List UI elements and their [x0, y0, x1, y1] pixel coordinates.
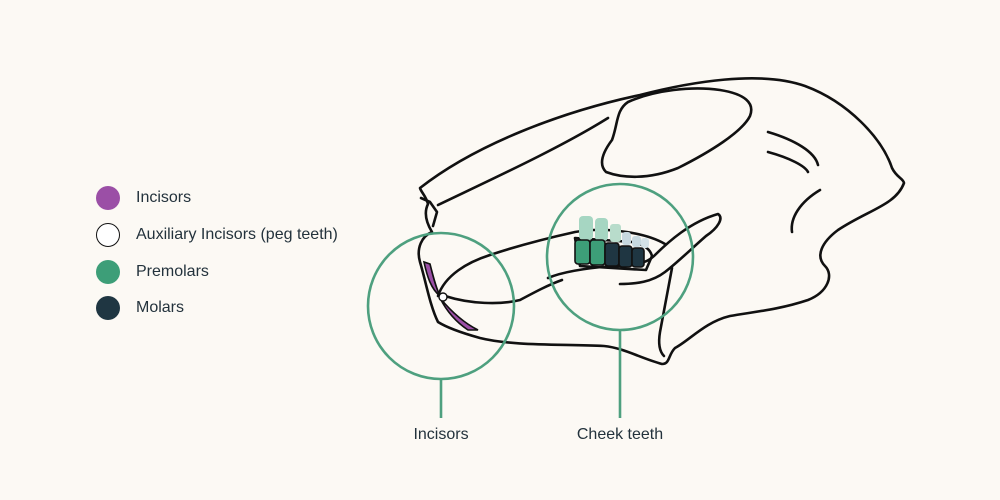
lower-process: [657, 266, 674, 358]
faded-tooth: [579, 216, 593, 240]
snout-line: [443, 278, 564, 305]
peg-tooth: [438, 292, 448, 302]
incisors: [422, 260, 479, 331]
legend-label: Molars: [136, 299, 185, 316]
molar-tooth: [618, 245, 633, 268]
premolar-tooth: [574, 239, 591, 265]
molar-tooth: [631, 247, 645, 268]
skull-outline: [417, 77, 906, 366]
incisor-swatch-icon: [96, 186, 120, 210]
rear-curve: [790, 188, 822, 234]
eye-socket: [600, 87, 753, 179]
brow-line: [766, 130, 820, 167]
legend-label: Premolars: [136, 263, 209, 280]
top-ridge-line: [436, 116, 610, 207]
premolar-tooth: [589, 239, 606, 266]
legend-item-molars: Molars: [96, 296, 184, 320]
incisors-callout-circle: [366, 231, 516, 381]
molar-tooth: [604, 242, 620, 267]
faded-tooth: [632, 236, 641, 247]
cheek-teeth-callout-label: Cheek teeth: [577, 426, 663, 443]
faded-tooth: [595, 218, 608, 241]
callouts: [366, 182, 695, 418]
legend-item-premolars: Premolars: [96, 260, 209, 284]
peg-teeth-swatch-icon: [96, 223, 120, 247]
incisors-callout-label: Incisors: [413, 426, 468, 443]
nasal-tip: [419, 196, 439, 228]
legend-label: Auxiliary Incisors (peg teeth): [136, 226, 338, 243]
cheek-teeth: [574, 239, 645, 268]
premolar-swatch-icon: [96, 260, 120, 284]
molar-swatch-icon: [96, 296, 120, 320]
legend-item-auxiliary-incisors: Auxiliary Incisors (peg teeth): [96, 223, 338, 247]
legend-label: Incisors: [136, 189, 192, 206]
legend-item-incisors: Incisors: [96, 186, 191, 210]
faded-tooth: [610, 224, 621, 242]
peg-teeth: [579, 216, 649, 248]
brow-line: [766, 150, 810, 174]
faded-tooth: [622, 232, 631, 245]
lower-incisor: [439, 297, 479, 331]
faded-tooth: [641, 238, 649, 248]
